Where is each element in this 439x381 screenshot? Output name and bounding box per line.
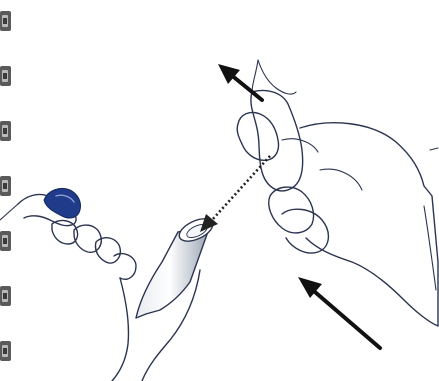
binder-ring — [0, 286, 11, 306]
binder-ring — [0, 11, 11, 31]
arrow-up-left-bottom — [298, 277, 380, 348]
binder-ring — [0, 121, 11, 141]
dotted-arrow-cap-to-needle — [200, 156, 270, 232]
binder-ring — [0, 176, 11, 196]
pen-barrel — [136, 226, 210, 318]
binder-ring — [0, 66, 11, 86]
right-hand — [237, 60, 438, 326]
binder-rings — [0, 11, 11, 361]
binder-ring — [0, 341, 11, 361]
arrow-up-left-top — [218, 64, 262, 100]
binder-ring — [0, 231, 11, 251]
pen-button-blue — [44, 188, 81, 218]
